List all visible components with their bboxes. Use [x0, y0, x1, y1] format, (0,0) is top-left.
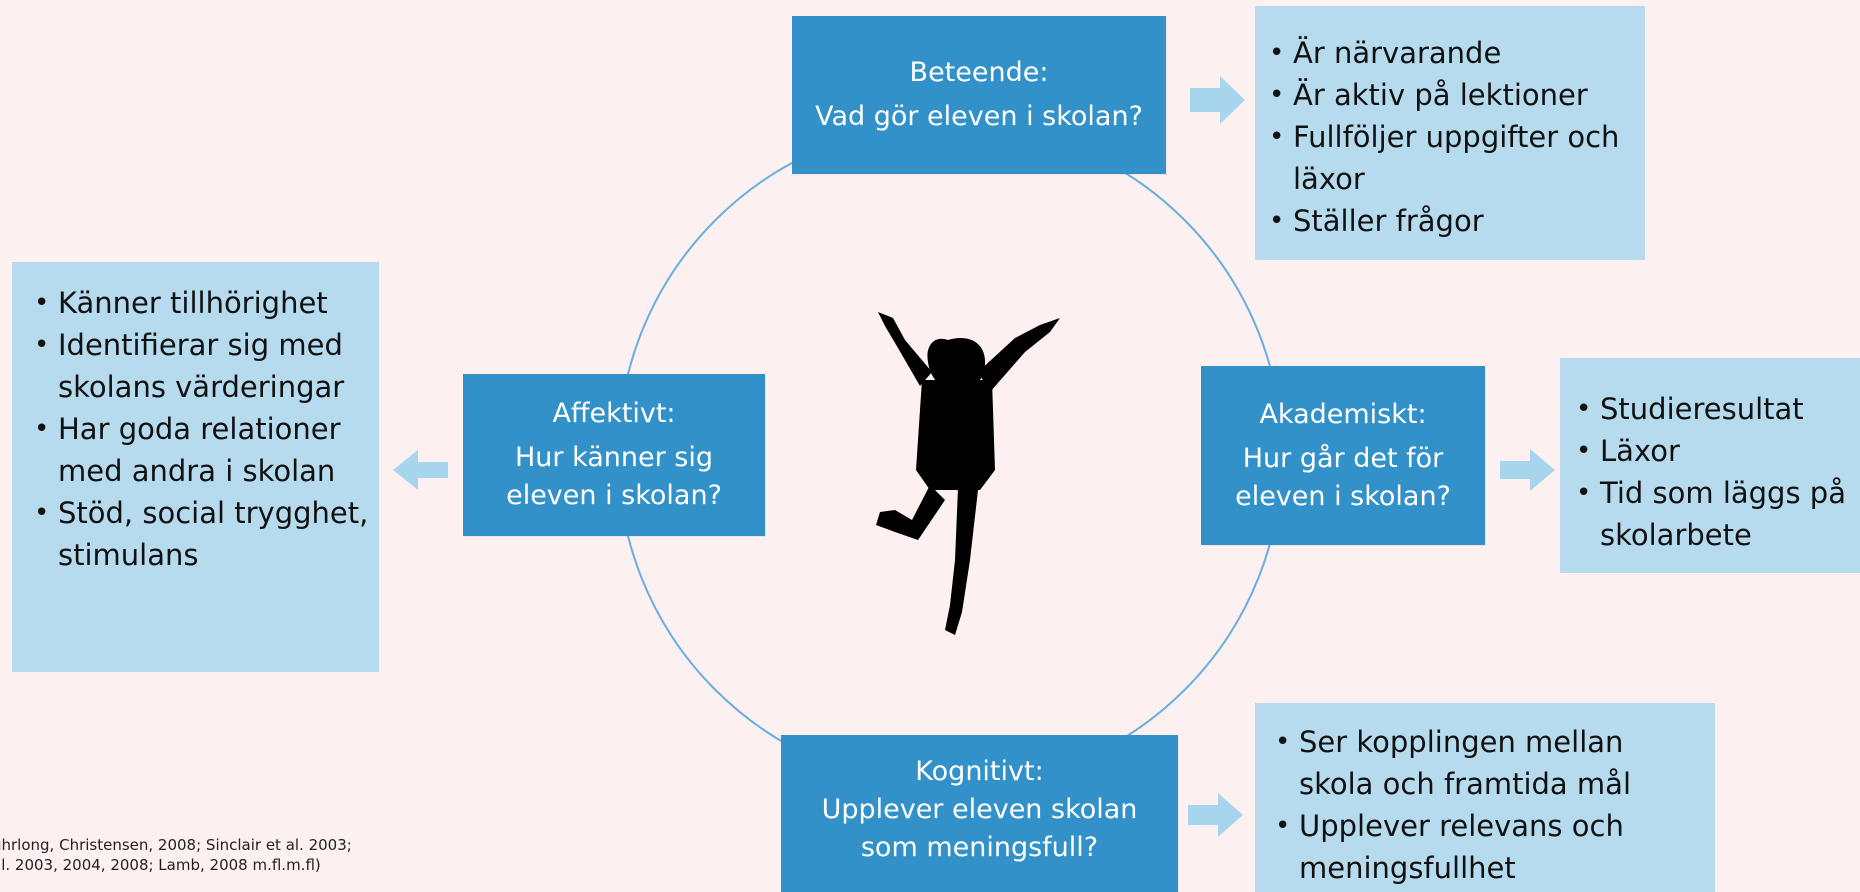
list-item: Ställer frågor	[1265, 200, 1637, 242]
box-kognitivt-question-line2: som meningsfull?	[860, 832, 1099, 863]
list-item: Är närvarande	[1265, 32, 1637, 74]
box-akademiskt-title: Akademiskt:	[1259, 398, 1427, 430]
list-item: Är aktiv på lektioner	[1265, 74, 1637, 116]
arrow-right-icon-kognitivt	[1188, 793, 1243, 837]
box-affektivt-question-line1: Hur känner sig	[514, 442, 714, 473]
box-affektivt-title: Affektivt:	[552, 398, 676, 429]
list-item: Upplever relevans och meningsfullhet	[1271, 805, 1705, 889]
box-akademiskt-question-line2: eleven i skolan?	[1235, 480, 1451, 512]
citation-line-2: al. 2003, 2004, 2008; Lamb, 2008 m.fl.m.…	[0, 856, 321, 874]
box-beteende-title: Beteende:	[909, 57, 1049, 88]
arrow-right-icon-beteende	[1190, 76, 1245, 124]
box-kognitivt-title: Kognitivt:	[915, 756, 1044, 787]
list-item: Fullföljer uppgifter och läxor	[1265, 116, 1637, 200]
list-item: Stöd, social trygghet, stimulans	[30, 492, 369, 576]
arrow-left-icon-affektivt	[393, 450, 448, 490]
list-item: Ser kopplingen mellan skola och framtida…	[1271, 721, 1705, 805]
box-beteende: Beteende: Vad gör eleven i skolan?	[792, 16, 1166, 174]
list-item: Studieresultat	[1572, 388, 1854, 430]
arrow-right-icon-akademiskt	[1500, 449, 1555, 491]
box-akademiskt: Akademiskt: Hur går det för eleven i sko…	[1201, 366, 1485, 545]
list-affektivt: Känner tillhörighet Identifierar sig med…	[12, 262, 379, 672]
list-item: Känner tillhörighet	[30, 282, 369, 324]
jumping-child-icon	[876, 312, 1060, 635]
citation-text: uhrlong, Christensen, 2008; Sinclair et …	[0, 835, 440, 875]
list-item: Tid som läggs på skolarbete	[1572, 472, 1854, 556]
list-kognitivt: Ser kopplingen mellan skola och framtida…	[1255, 703, 1715, 892]
box-affektivt-question-line2: eleven i skolan?	[506, 480, 722, 511]
list-item: Identifierar sig med skolans värderingar	[30, 324, 369, 408]
box-kognitivt-question-line1: Upplever eleven skolan	[821, 794, 1138, 825]
box-akademiskt-question-line1: Hur går det för	[1242, 442, 1444, 474]
list-item: Har goda relationer med andra i skolan	[30, 408, 369, 492]
box-beteende-question: Vad gör eleven i skolan?	[815, 101, 1143, 132]
list-akademiskt: Studieresultat Läxor Tid som läggs på sk…	[1560, 358, 1860, 573]
box-affektivt: Affektivt: Hur känner sig eleven i skola…	[463, 374, 765, 536]
citation-line-1: uhrlong, Christensen, 2008; Sinclair et …	[0, 836, 352, 854]
list-beteende: Är närvarande Är aktiv på lektioner Full…	[1255, 6, 1645, 260]
box-kognitivt: Kognitivt: Upplever eleven skolan som me…	[781, 735, 1178, 892]
list-item: Läxor	[1572, 430, 1854, 472]
